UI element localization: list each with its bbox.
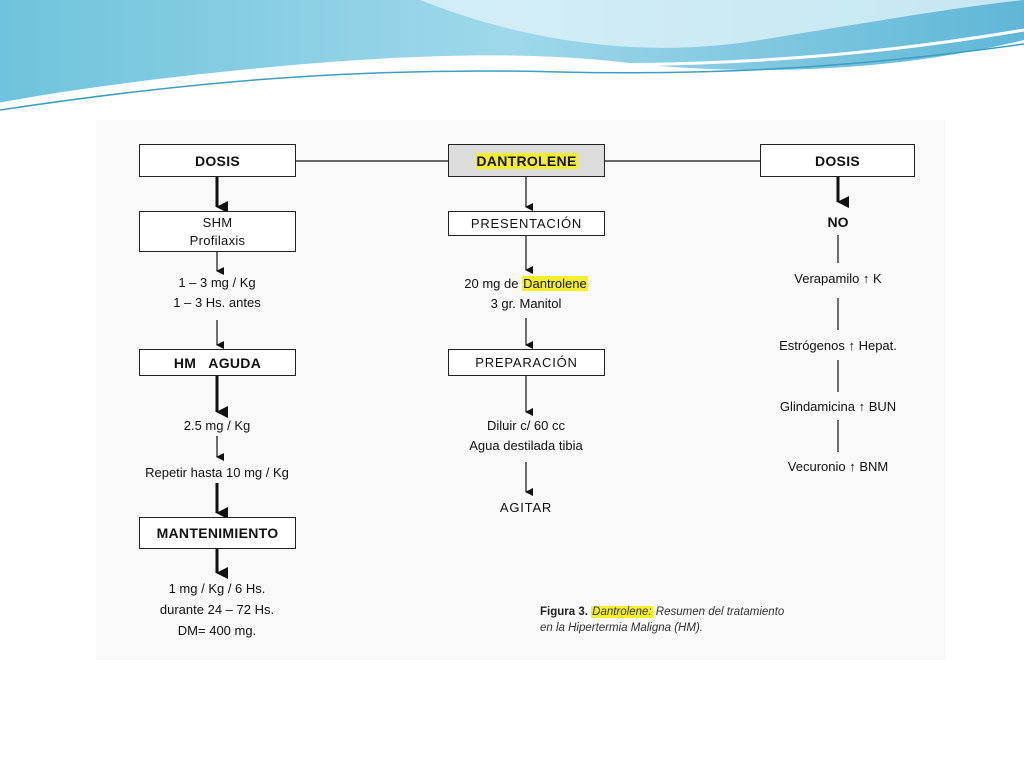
vecuronio-item: Vecuronio ↑ BNM (787, 459, 889, 474)
dose1-line2: 1 – 3 Hs. antes (173, 295, 261, 310)
pres-line1-prefix: 20 mg de (464, 276, 523, 291)
presentacion-box: PRESENTACIÓN (448, 211, 605, 236)
agitar-text: AGITAR (499, 500, 553, 515)
glindamicina-item: Glindamicina ↑ BUN (779, 399, 897, 414)
prep-line1: Diluir c/ 60 cc (486, 418, 566, 433)
right-dosis-box: DOSIS (760, 144, 915, 177)
pres-line1: 20 mg de Dantrolene (426, 274, 626, 294)
no-label: NO (827, 214, 849, 230)
estrogenos-item: Estrógenos ↑ Hepat. (779, 338, 897, 353)
right-dosis-label: DOSIS (814, 152, 861, 169)
shm-box: SHM Profilaxis (139, 211, 296, 252)
presentation-text: 20 mg de Dantrolene 3 gr. Manitol (426, 274, 626, 314)
header-wave-decoration (0, 0, 1024, 111)
maint-line3: DM= 400 mg. (177, 623, 257, 638)
maint-line1: 1 mg / Kg / 6 Hs. (168, 581, 266, 596)
mantenimiento-label: MANTENIMIENTO (156, 525, 279, 541)
profilaxis-label: Profilaxis (189, 232, 246, 248)
dose1-text: 1 – 3 mg / Kg 1 – 3 Hs. antes (137, 273, 297, 313)
caption-line1-rest: Resumen del tratamiento (652, 606, 785, 618)
mantenimiento-box: MANTENIMIENTO (139, 517, 296, 549)
hm-aguda-label: HM AGUDA (173, 354, 262, 371)
dose1-line1: 1 – 3 mg / Kg (178, 275, 256, 290)
repeat-text: Repetir hasta 10 mg / Kg (145, 465, 289, 480)
prep-line2: Agua destilada tibia (469, 438, 583, 453)
preparacion-box: PREPARACIÓN (448, 349, 605, 376)
dose2-text: 2.5 mg / Kg (183, 418, 251, 433)
maint-line2: durante 24 – 72 Hs. (159, 602, 275, 617)
hm-aguda-box: HM AGUDA (139, 349, 296, 376)
verapamilo-item: Verapamilo ↑ K (794, 271, 882, 286)
caption-highlight: Dantrolene: (591, 606, 653, 618)
dantrolene-box: DANTROLENE (448, 144, 605, 177)
shm-label: SHM (202, 214, 233, 230)
caption-line1: Figura 3. Dantrolene: Resumen del tratam… (540, 604, 784, 620)
figure-caption: Figura 3. Dantrolene: Resumen del tratam… (540, 604, 784, 636)
left-dosis-label: DOSIS (194, 152, 241, 169)
dantrolene-label: DANTROLENE (475, 152, 578, 169)
left-dosis-box: DOSIS (139, 144, 296, 177)
caption-figure-label: Figura 3. (540, 606, 588, 618)
pres-line1-highlight: Dantrolene (522, 276, 588, 291)
pres-line2: 3 gr. Manitol (490, 296, 562, 311)
maintenance-dose-text: 1 mg / Kg / 6 Hs. durante 24 – 72 Hs. DM… (127, 578, 307, 641)
presentacion-label: PRESENTACIÓN (470, 215, 583, 231)
preparation-text: Diluir c/ 60 cc Agua destilada tibia (426, 416, 626, 456)
diagram-panel (96, 120, 946, 660)
preparacion-label: PREPARACIÓN (475, 354, 578, 370)
caption-line2: en la Hipertermia Maligna (HM). (540, 622, 703, 634)
